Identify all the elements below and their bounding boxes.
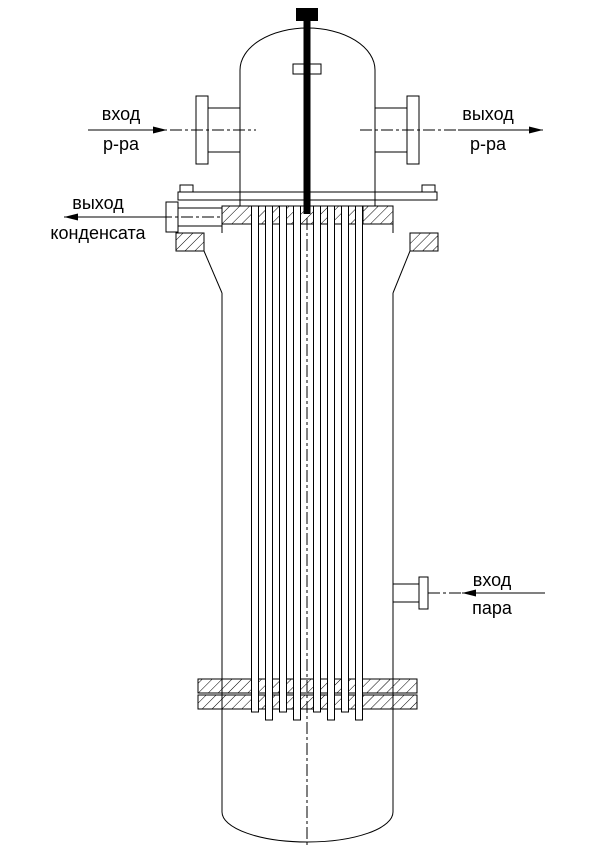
lower-flange-ring-left [175,232,205,252]
label-condensate-outlet-line1: выход [72,193,124,213]
bottom-flange-upper [197,678,418,694]
tube [341,205,349,713]
shaft-coupling [296,8,318,21]
tube [251,205,259,713]
label-solution-inlet-line2: р-ра [103,134,140,154]
label-solution-inlet-line1: вход [102,104,141,124]
cone-section [203,250,411,294]
main-shell [221,293,394,843]
tube [279,205,287,713]
tube [355,205,363,721]
bottom-head [221,811,394,843]
label-steam-inlet-line1: вход [473,570,512,590]
lower-flange-ring-right [409,232,439,252]
label-steam-inlet-line2: пара [472,598,513,618]
tube [327,205,335,721]
support-lug [179,184,194,193]
tube [313,205,321,713]
cone-line [392,250,411,294]
label-solution-outlet-line1: выход [462,104,514,124]
bottom-flange-lower [197,694,418,710]
support-lug [421,184,436,193]
bottom-flange-assembly [197,678,418,710]
cone-line [203,250,223,294]
tube [293,205,301,721]
label-solution-outlet-line2: р-ра [470,134,507,154]
agitator [296,8,318,214]
nozzle-steam-inlet [393,576,429,610]
tube [265,205,273,721]
agitator-shaft [303,8,311,214]
tube-bundle [251,205,363,721]
nozzle-flange [418,576,429,610]
label-condensate-outlet-line2: конденсата [50,223,146,243]
